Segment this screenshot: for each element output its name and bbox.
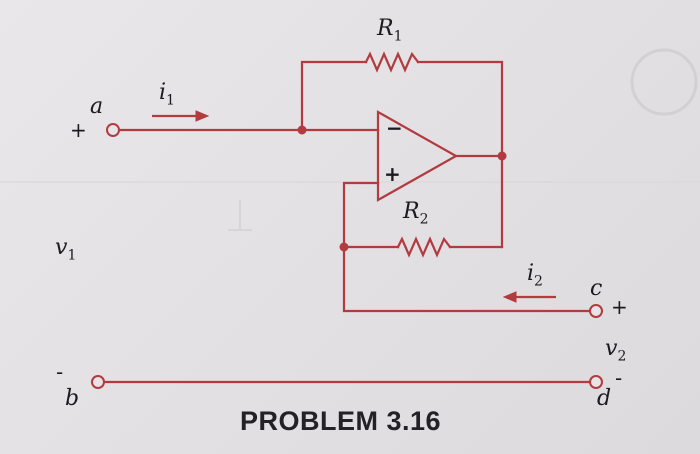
label-i1: i1 [159, 80, 175, 109]
wire-noninverting-input [342, 181, 380, 249]
node-input-junction [297, 125, 307, 135]
label-v1-letter: v [55, 235, 68, 260]
terminal-a [106, 123, 120, 137]
node-output-junction [497, 151, 507, 161]
label-v2-subscript: 2 [617, 348, 627, 365]
sign-plus-a: + [70, 118, 87, 142]
sign-minus-d: - [615, 366, 623, 390]
sign-minus-b: - [56, 360, 64, 384]
op-amp-noninverting-sign: + [384, 162, 401, 186]
label-terminal-b: b [65, 386, 80, 411]
op-amp-inverting-sign: − [386, 116, 403, 140]
label-i1-subscript: 1 [166, 92, 175, 109]
label-i2-subscript: 2 [534, 273, 543, 290]
resistor-r1 [364, 51, 420, 73]
arrow-i2-head [502, 291, 517, 303]
label-terminal-c: c [590, 276, 603, 301]
terminal-c [589, 304, 603, 318]
label-r2-letter: R [403, 199, 420, 224]
label-v1-subscript: 1 [67, 247, 77, 264]
figure-caption: PROBLEM 3.16 [240, 406, 442, 436]
wire-to-terminal-c [342, 245, 592, 313]
label-r1-letter: R [377, 16, 394, 41]
label-terminal-a: a [90, 94, 104, 119]
label-r2-subscript: 2 [419, 211, 429, 228]
label-r1-subscript: 1 [393, 28, 403, 45]
resistor-r2 [396, 236, 452, 258]
label-v1: v1 [55, 235, 77, 264]
label-r2: R2 [403, 199, 429, 228]
wire-r1-left [300, 60, 368, 132]
wire-r1-right [416, 60, 504, 158]
label-v2: v2 [605, 336, 627, 365]
label-i2: i2 [527, 261, 543, 290]
terminal-d [589, 375, 603, 389]
label-i1-letter: i [159, 80, 167, 105]
op-amp-triangle [376, 110, 459, 202]
label-r1: R1 [377, 16, 403, 45]
arrow-i1-head [195, 110, 210, 122]
sign-plus-c: + [611, 295, 628, 319]
label-terminal-d: d [597, 386, 612, 411]
terminal-b [91, 375, 105, 389]
label-i2-letter: i [527, 261, 535, 286]
node-r2-junction [339, 242, 349, 252]
label-v2-letter: v [605, 336, 618, 361]
